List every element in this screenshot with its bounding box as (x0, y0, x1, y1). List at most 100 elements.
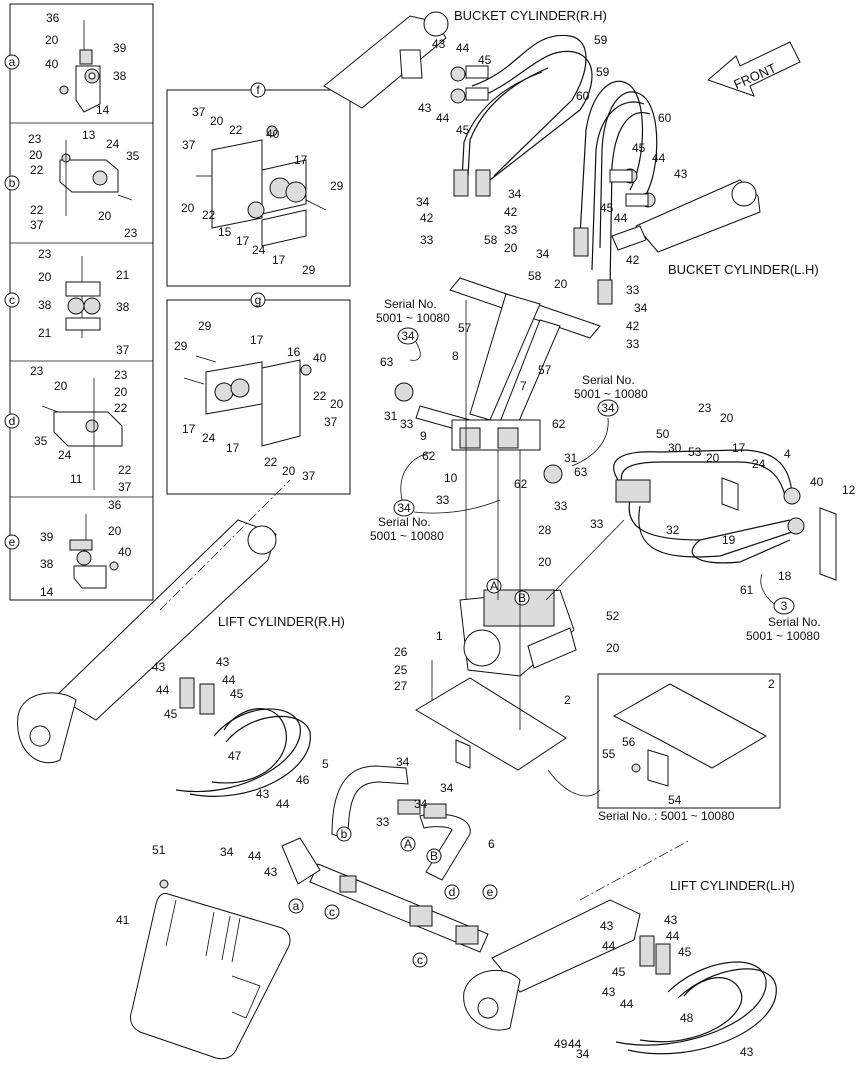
detail-d: d 23 23 20 20 22 35 24 11 22 37 (4, 364, 132, 494)
svg-text:20: 20 (45, 33, 59, 47)
svg-text:20: 20 (210, 114, 224, 128)
svg-text:27: 27 (394, 679, 408, 693)
svg-text:24: 24 (752, 457, 766, 471)
svg-text:29: 29 (198, 319, 212, 333)
svg-text:45: 45 (478, 53, 492, 67)
svg-text:37: 37 (324, 415, 338, 429)
svg-text:37: 37 (302, 469, 316, 483)
svg-text:33: 33 (376, 815, 390, 829)
bucket-hoses (453, 34, 658, 305)
svg-text:20: 20 (554, 277, 568, 291)
svg-text:g: g (255, 293, 262, 307)
svg-text:14: 14 (96, 103, 110, 117)
svg-text:41: 41 (116, 913, 130, 927)
lift-cylinder-lh: LIFT CYLINDER(L.H) (463, 839, 795, 1031)
svg-text:20: 20 (38, 270, 52, 284)
svg-text:39: 39 (113, 41, 127, 55)
svg-text:Serial No.: Serial No. (378, 515, 431, 529)
svg-text:44: 44 (456, 41, 470, 55)
svg-text:c: c (417, 953, 423, 967)
svg-text:6: 6 (488, 837, 495, 851)
svg-text:23: 23 (30, 364, 44, 378)
svg-text:21: 21 (116, 268, 130, 282)
inset-caption: Serial No. : 5001 ~ 10080 (598, 809, 735, 823)
svg-text:37: 37 (182, 138, 196, 152)
bucket-rh-fittings (450, 65, 489, 104)
svg-text:28: 28 (538, 523, 552, 537)
svg-text:25: 25 (394, 663, 408, 677)
svg-text:32: 32 (666, 523, 680, 537)
svg-text:14: 14 (40, 585, 54, 599)
svg-text:22: 22 (30, 203, 44, 217)
serial-note-lower: 34 Serial No. 5001 ~ 10080 (370, 451, 501, 543)
svg-text:31: 31 (564, 451, 578, 465)
svg-text:44: 44 (602, 939, 616, 953)
inset-bracket (547, 673, 781, 809)
svg-text:34: 34 (508, 187, 522, 201)
assembly-lines (431, 300, 625, 730)
svg-text:20: 20 (282, 464, 296, 478)
main-callouts: 43 44 45 43 44 45 59 60 59 60 45 44 43 4… (116, 33, 856, 1061)
serial-note-left: Serial No. 5001 ~ 10080 34 (376, 297, 450, 361)
svg-text:22: 22 (118, 463, 132, 477)
svg-text:34: 34 (634, 301, 648, 315)
svg-text:43: 43 (418, 101, 432, 115)
svg-text:62: 62 (514, 477, 528, 491)
svg-text:30: 30 (668, 441, 682, 455)
svg-text:10: 10 (444, 471, 458, 485)
svg-text:34: 34 (414, 797, 428, 811)
svg-text:1: 1 (436, 629, 443, 643)
svg-text:13: 13 (82, 128, 96, 142)
svg-text:23: 23 (124, 226, 138, 240)
svg-text:42: 42 (504, 205, 518, 219)
svg-text:62: 62 (552, 417, 566, 431)
svg-text:59: 59 (594, 33, 608, 47)
svg-text:37: 37 (116, 343, 130, 357)
svg-text:5001 ~ 10080: 5001 ~ 10080 (574, 387, 648, 401)
svg-text:20: 20 (330, 397, 344, 411)
svg-text:38: 38 (40, 557, 54, 571)
svg-text:20: 20 (181, 201, 195, 215)
svg-text:22: 22 (264, 455, 278, 469)
svg-text:f: f (256, 83, 260, 97)
svg-text:23: 23 (698, 401, 712, 415)
svg-text:57: 57 (538, 363, 552, 377)
svg-text:45: 45 (230, 687, 244, 701)
svg-text:49: 49 (554, 1037, 568, 1051)
svg-text:55: 55 (602, 747, 616, 761)
svg-text:17: 17 (182, 422, 196, 436)
svg-text:42: 42 (626, 319, 640, 333)
svg-text:5: 5 (322, 757, 329, 771)
svg-text:43: 43 (216, 655, 230, 669)
svg-text:38: 38 (113, 69, 127, 83)
svg-text:23: 23 (38, 247, 52, 261)
svg-text:29: 29 (302, 263, 316, 277)
svg-text:20: 20 (504, 241, 518, 255)
svg-text:50: 50 (656, 427, 670, 441)
svg-text:18: 18 (778, 569, 792, 583)
svg-text:24: 24 (106, 137, 120, 151)
svg-text:38: 38 (38, 298, 52, 312)
svg-text:12: 12 (842, 483, 856, 497)
svg-text:48: 48 (680, 1011, 694, 1025)
svg-text:B: B (518, 591, 526, 605)
svg-text:43: 43 (264, 865, 278, 879)
svg-text:33: 33 (590, 517, 604, 531)
svg-text:45: 45 (632, 141, 646, 155)
svg-text:9: 9 (420, 429, 427, 443)
svg-text:7: 7 (520, 379, 527, 393)
svg-text:a: a (293, 899, 300, 913)
svg-text:20: 20 (114, 385, 128, 399)
svg-text:20: 20 (98, 209, 112, 223)
svg-text:LIFT CYLINDER(R.H): LIFT CYLINDER(R.H) (218, 614, 345, 629)
svg-text:34: 34 (440, 781, 454, 795)
svg-text:34: 34 (576, 1047, 590, 1061)
detail-e: e 36 20 39 38 40 14 (4, 498, 132, 599)
svg-text:3: 3 (781, 599, 788, 613)
detail-f: f 37 20 22 40 37 17 29 20 22 15 17 24 17… (166, 82, 351, 287)
lift-cylinder-rh: LIFT CYLINDER(R.H) (17, 479, 345, 764)
svg-text:45: 45 (164, 707, 178, 721)
svg-text:43: 43 (256, 787, 270, 801)
svg-text:22: 22 (229, 123, 243, 137)
